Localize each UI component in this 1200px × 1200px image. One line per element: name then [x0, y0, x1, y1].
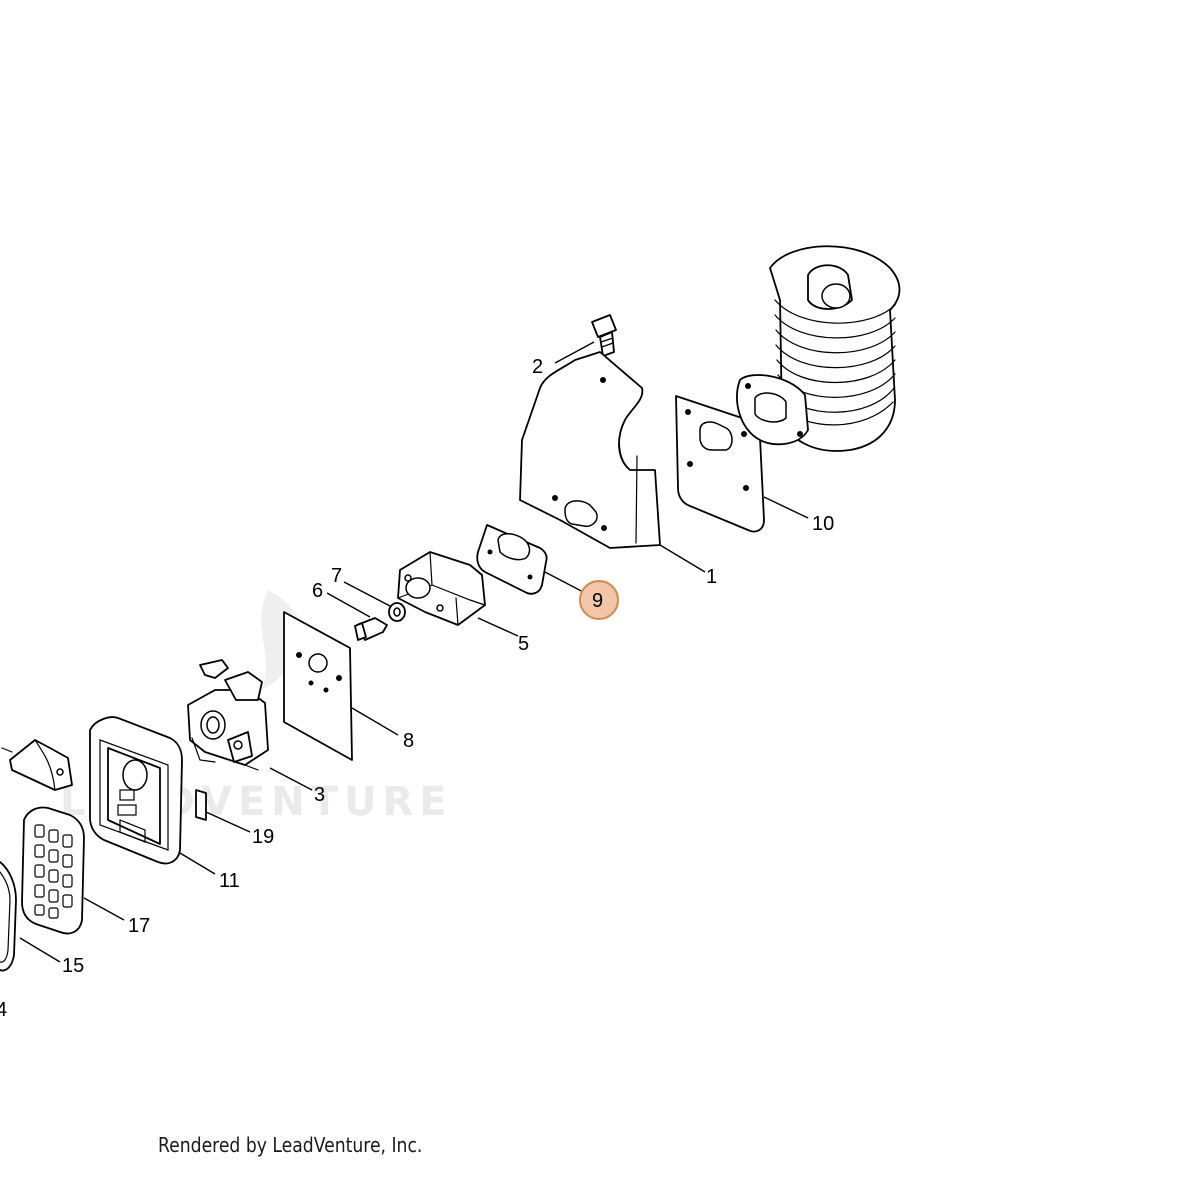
callout-11[interactable]: 11 — [219, 870, 240, 892]
part-1-heat-shield[interactable] — [519, 351, 661, 549]
part-17-filter-screen[interactable] — [21, 806, 85, 935]
part-4-bracket[interactable] — [1, 739, 73, 791]
render-credit: Rendered by LeadVenture, Inc. — [158, 1133, 423, 1157]
callout-17[interactable]: 17 — [128, 915, 150, 937]
watermark-flame-icon — [261, 590, 305, 690]
part-10-cylinder-gasket[interactable] — [675, 395, 765, 533]
engine-cylinder — [736, 245, 901, 452]
part-11-air-filter-case[interactable] — [89, 716, 183, 865]
callout-7[interactable]: 7 — [331, 565, 342, 587]
callout-6[interactable]: 6 — [312, 580, 323, 602]
part-3-carburetor[interactable] — [187, 659, 269, 771]
callout-9-highlight — [579, 580, 619, 620]
callout-19[interactable]: 19 — [252, 826, 274, 848]
part-7-washer[interactable] — [388, 602, 406, 622]
callout-10[interactable]: 10 — [812, 513, 834, 535]
callout-5[interactable]: 5 — [518, 633, 529, 655]
part-8-gasket-plate[interactable] — [283, 611, 353, 761]
callout-9[interactable]: 9 — [592, 590, 603, 612]
callout-3[interactable]: 3 — [314, 784, 325, 806]
callout-2[interactable]: 2 — [532, 356, 543, 378]
callout-1[interactable]: 1 — [706, 566, 717, 588]
part-15-filter-element[interactable] — [0, 861, 17, 972]
part-19-filter-pad[interactable] — [195, 789, 207, 821]
callout-15[interactable]: 15 — [62, 955, 84, 977]
part-2-screw[interactable] — [591, 314, 617, 357]
callout-labels: 2 1 10 9 5 7 6 8 3 19 11 17 15 4 — [0, 356, 834, 1021]
callout-4[interactable]: 4 — [0, 999, 7, 1021]
part-6-bolt[interactable] — [354, 617, 388, 641]
callout-8[interactable]: 8 — [403, 730, 414, 752]
leader-lines — [19, 341, 809, 963]
part-5-insulator[interactable] — [397, 551, 486, 626]
part-9-insulator-gasket[interactable] — [476, 524, 548, 595]
